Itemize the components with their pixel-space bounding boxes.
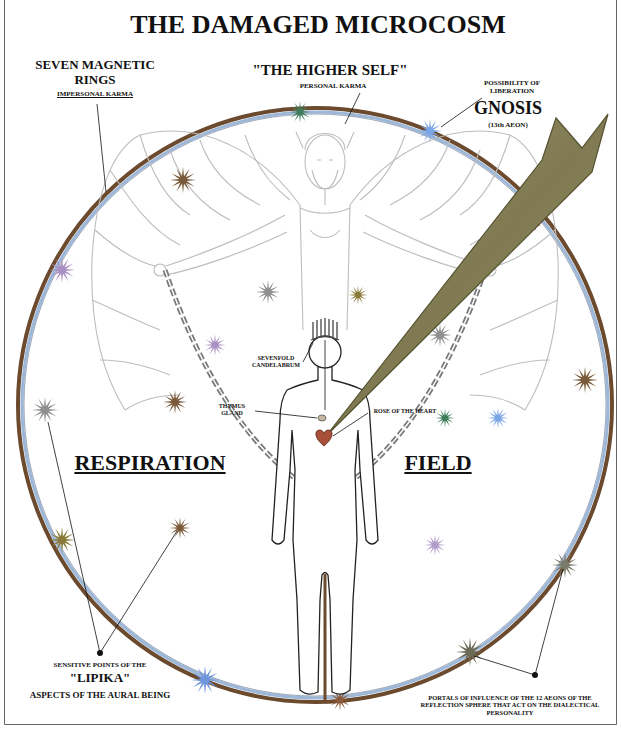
gnosis-bolt — [326, 114, 608, 436]
outer-ring — [18, 108, 612, 702]
label-text: GNOSIS — [474, 98, 542, 119]
leader-dot — [532, 672, 538, 678]
label-text: IMPERSONAL KARMA — [57, 90, 133, 98]
label-text: THYMUS GLAND — [211, 403, 253, 417]
label-text: ROSE OF THE HEART — [374, 408, 437, 415]
page-frame — [5, 0, 617, 725]
label-text: PERSONAL KARMA — [300, 82, 367, 90]
heart-rose — [316, 430, 332, 446]
label-text: POSSIBILITY OF LIBERATION — [473, 79, 551, 95]
label-text: (13th AEON) — [488, 121, 527, 129]
label-text: RESPIRATION — [74, 450, 225, 475]
label-text: SEVEN MAGNETIC RINGS — [25, 58, 165, 88]
label-text: ASPECTS OF THE AURAL BEING — [30, 690, 171, 700]
star-points — [32, 101, 598, 711]
leader-lines — [48, 93, 563, 675]
diagram-title: THE DAMAGED MICROCOSM — [130, 10, 506, 40]
label-text: "LIPIKA" — [70, 671, 131, 686]
label-text: FIELD — [404, 450, 471, 475]
label-text: PORTALS OF INFLUENCE OF THE 12 AEONS OF … — [418, 694, 602, 716]
leader-dot — [97, 650, 103, 656]
label-text: "THE HIGHER SELF" — [252, 62, 407, 79]
inner-ring — [22, 112, 608, 698]
human-figure — [272, 318, 378, 702]
label-text: SENSITIVE POINTS OF THE — [54, 661, 147, 669]
label-text: SEVENFOLD CANDELABRUM — [249, 355, 303, 369]
